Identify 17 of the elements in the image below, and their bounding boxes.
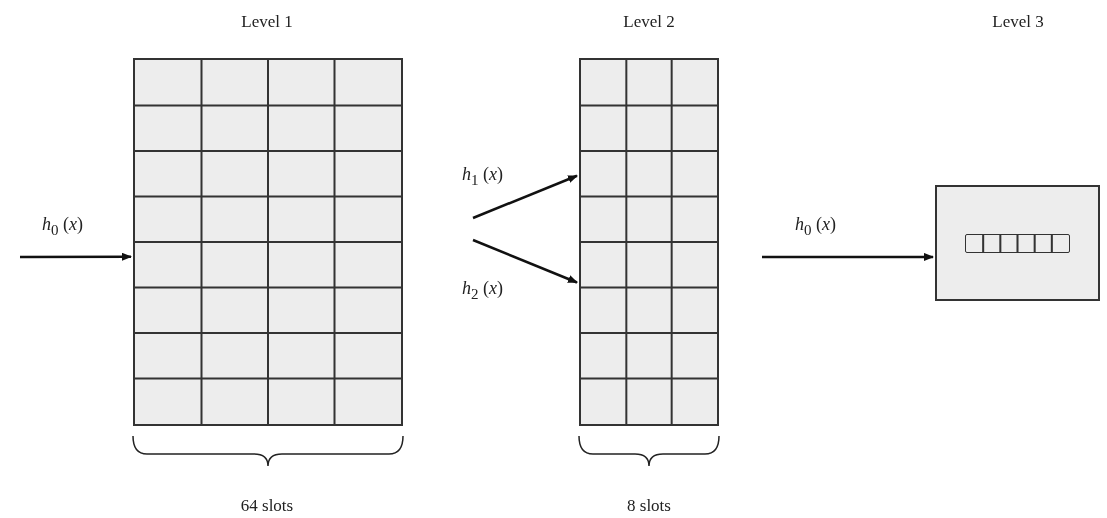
arrow (762, 252, 934, 261)
panel-box (935, 185, 1100, 301)
slot-count-label: 64 slots (240, 496, 294, 516)
slot-grid (133, 58, 403, 426)
level-heading: Level 1 (241, 12, 293, 32)
arrow (472, 174, 578, 220)
slot-row (965, 234, 1070, 253)
level-heading: Level 2 (623, 12, 675, 32)
edge-label: h$_{0}$ (x) (42, 214, 83, 239)
arrow (472, 238, 578, 284)
edge-label: h$_{0}$ (x) (795, 214, 836, 239)
arrow (20, 252, 132, 261)
level-heading: Level 3 (992, 12, 1044, 32)
slot-count-label: 8 slots (627, 496, 671, 516)
edge-label: h$_{1}$ (x) (462, 164, 503, 189)
slot-grid (579, 58, 719, 426)
edge-label: h$_{2}$ (x) (462, 278, 503, 303)
